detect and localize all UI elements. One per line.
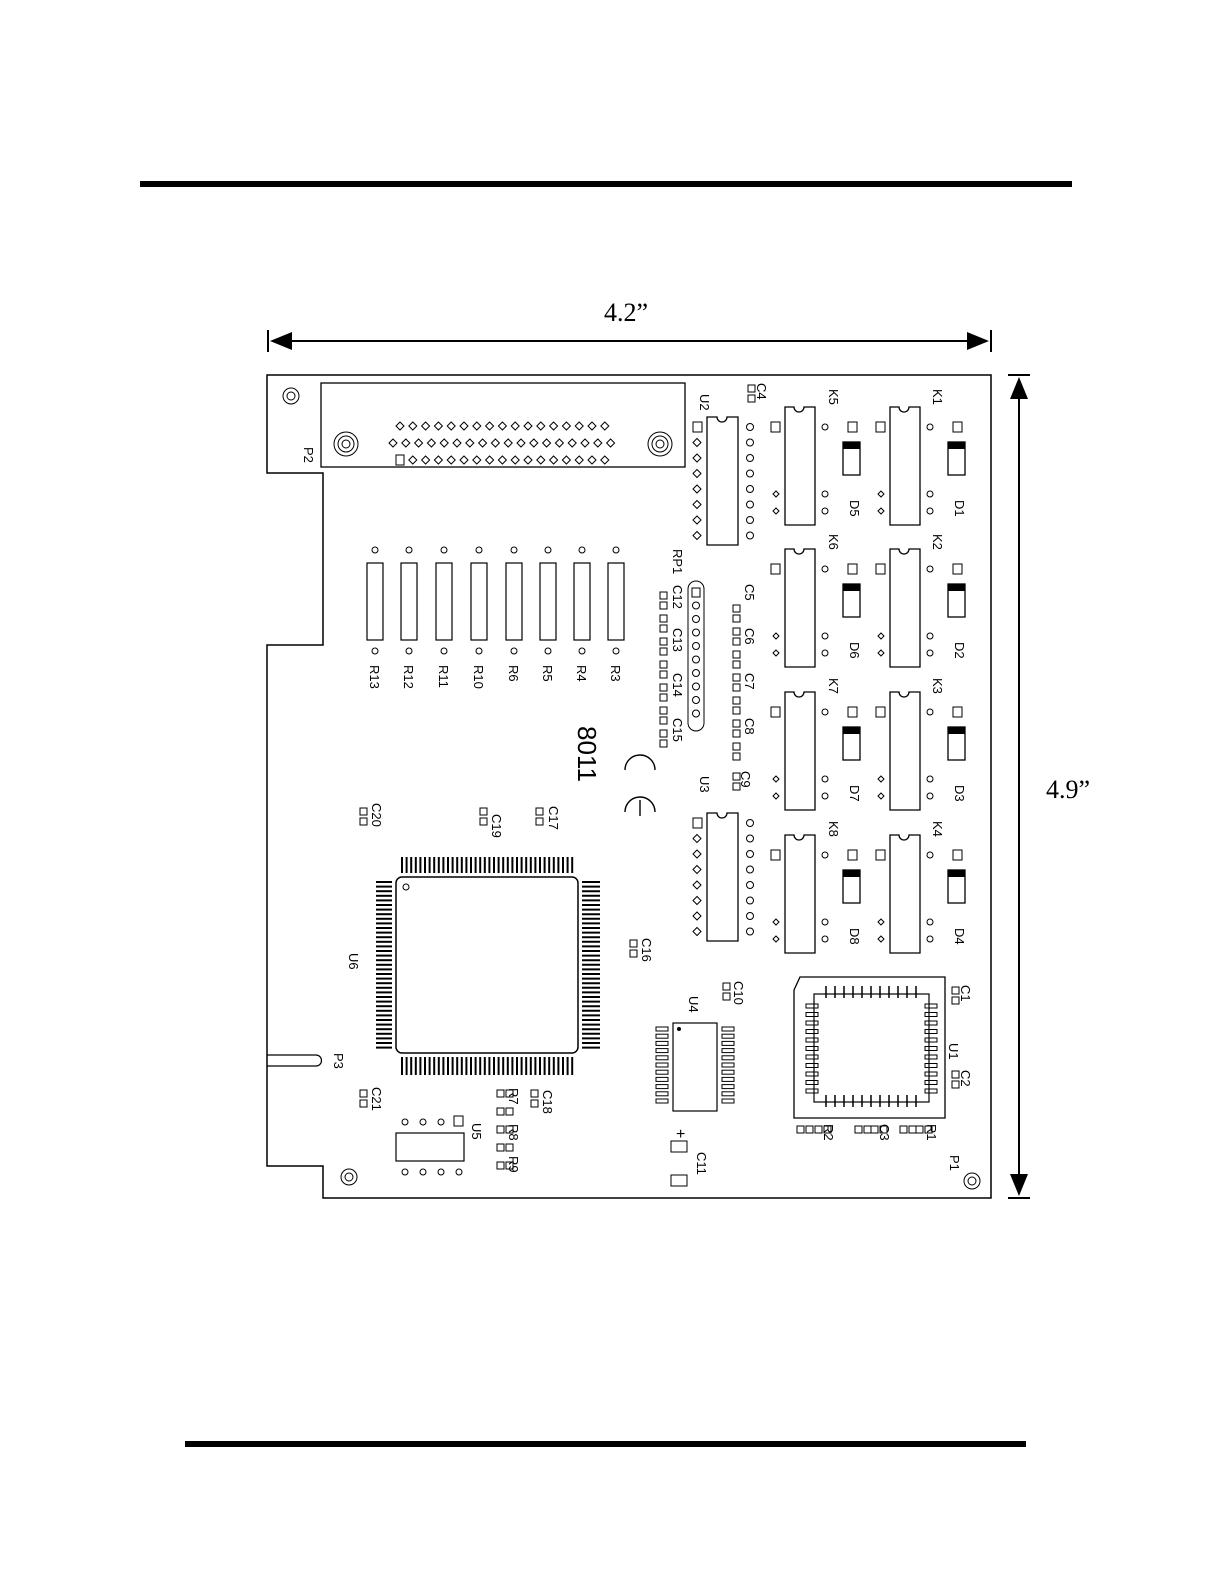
led-label: D2 xyxy=(952,642,967,659)
capacitor-label: C5 xyxy=(742,584,757,601)
capacitor-label: C10 xyxy=(731,981,746,1005)
u1-plcc xyxy=(794,977,945,1118)
rp1-network xyxy=(688,581,704,731)
capacitor-label: C2 xyxy=(958,1070,973,1087)
capacitor-label: C19 xyxy=(489,814,504,838)
u3-label: U3 xyxy=(697,776,712,793)
u4-soic xyxy=(656,1023,734,1111)
resistor-label: R3 xyxy=(608,665,623,682)
u2-label: U2 xyxy=(697,394,712,411)
resistor-label: R10 xyxy=(471,665,486,689)
u6-label: U6 xyxy=(346,953,361,970)
resistor-row xyxy=(367,547,624,654)
u5-label: U5 xyxy=(469,1123,484,1140)
u4-label: U4 xyxy=(686,996,701,1013)
capacitor-label: C7 xyxy=(742,673,757,690)
resistor-label: R13 xyxy=(367,665,382,689)
led-label: D5 xyxy=(847,500,862,517)
relay-label: K6 xyxy=(826,534,841,550)
capacitor-label: C8 xyxy=(742,718,757,735)
relay-label: K4 xyxy=(930,821,945,837)
u5-dip xyxy=(396,1116,464,1175)
led-label: D1 xyxy=(952,500,967,517)
led-label: D8 xyxy=(847,928,862,945)
relay-label: K2 xyxy=(930,534,945,550)
resistor-label: R5 xyxy=(540,665,555,682)
led-label: D3 xyxy=(952,785,967,802)
rp1-label: RP1 xyxy=(670,549,685,574)
capacitor-label: C3 xyxy=(877,1124,892,1141)
capacitor-label: C21 xyxy=(369,1087,384,1111)
p3-slot xyxy=(267,1055,322,1066)
relay-label: K3 xyxy=(930,678,945,694)
relay-label: K1 xyxy=(930,389,945,405)
resistor-label: R8 xyxy=(506,1124,521,1141)
p1-label: P1 xyxy=(947,1155,962,1171)
capacitor-label: C20 xyxy=(369,803,384,827)
model-marking: 8011 xyxy=(572,726,602,782)
resistor-label: R9 xyxy=(506,1156,521,1173)
resistor-label: R7 xyxy=(506,1088,521,1105)
capacitor-label: C14 xyxy=(670,673,685,697)
capacitor-label: C15 xyxy=(670,718,685,742)
width-dimension: 4.2” xyxy=(268,298,991,352)
width-label: 4.2” xyxy=(604,298,648,327)
capacitor-label: C4 xyxy=(754,383,769,400)
polarity-mark: + xyxy=(676,1126,685,1143)
capacitor-label: C18 xyxy=(540,1090,555,1114)
capacitor-label: C11 xyxy=(694,1152,709,1175)
ce-mark xyxy=(625,755,655,816)
p3-label: P3 xyxy=(331,1053,346,1069)
resistor-label: R11 xyxy=(436,665,451,688)
height-dimension: 4.9” xyxy=(1008,375,1090,1198)
resistor-label: R12 xyxy=(401,665,416,689)
u1-label: U1 xyxy=(946,1043,961,1060)
capacitor-label: C6 xyxy=(742,628,757,645)
p2-connector xyxy=(321,383,685,467)
capacitor-label: C9 xyxy=(738,771,753,788)
resistor-label: R1 xyxy=(924,1124,939,1141)
capacitor-label: C12 xyxy=(670,585,685,609)
relay-label: K8 xyxy=(826,821,841,837)
capacitor-label: C1 xyxy=(958,985,973,1002)
board-outline xyxy=(267,375,991,1198)
resistor-label: R6 xyxy=(506,665,521,682)
mounting-holes xyxy=(283,388,980,1189)
capacitor-label: C13 xyxy=(670,628,685,652)
led-label: D6 xyxy=(847,642,862,659)
p2-label: P2 xyxy=(301,447,316,463)
led-label: D7 xyxy=(847,785,862,802)
capacitor-label: C17 xyxy=(546,806,561,830)
led-label: D4 xyxy=(952,928,967,945)
height-label: 4.9” xyxy=(1046,775,1090,804)
u6-qfp xyxy=(376,857,600,1075)
relay-label: K7 xyxy=(826,678,841,694)
resistor-label: R2 xyxy=(821,1124,836,1141)
resistor-label: R4 xyxy=(574,665,589,682)
capacitor-label: C16 xyxy=(639,938,654,962)
small-parts xyxy=(360,385,959,1186)
relay-label: K5 xyxy=(826,389,841,405)
